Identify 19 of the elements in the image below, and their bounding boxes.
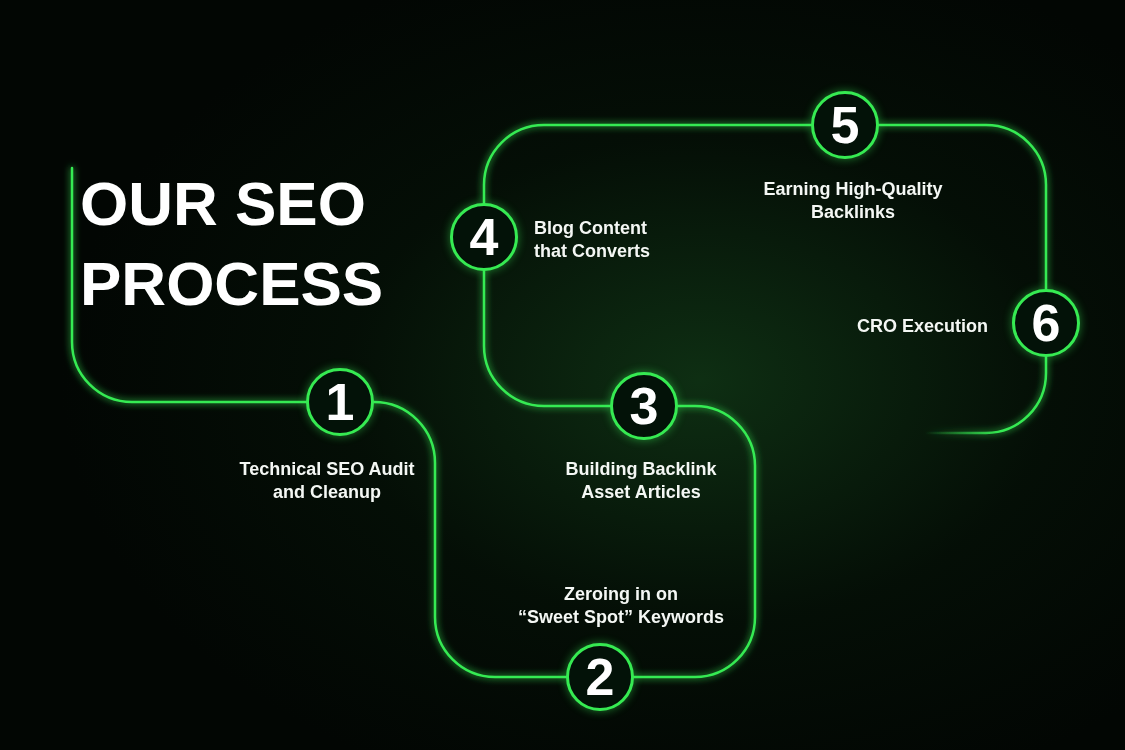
step-description: Technical SEO Audit and Cleanup [239,458,415,504]
step-number: 5 [830,99,860,151]
title: OUR SEO PROCESS [80,168,385,320]
step-number: 1 [325,376,355,428]
connector-line [632,404,757,679]
connector-line [70,166,308,404]
step-number: 6 [1031,297,1061,349]
connector-line [877,123,1048,291]
connector-line [482,269,612,408]
step-number: 2 [585,651,615,703]
step-description: Building Backlink Asset Articles [565,458,717,504]
step-description: Blog Content that Converts [534,217,650,263]
step-description: CRO Execution [856,315,988,338]
step-description: Earning High-Quality Backlinks [763,178,943,224]
connector-line [372,400,568,679]
connector-line [482,123,813,205]
step-number: 4 [469,211,499,263]
step-number: 3 [629,380,659,432]
step-description: Zeroing in on “Sweet Spot” Keywords [518,583,724,629]
